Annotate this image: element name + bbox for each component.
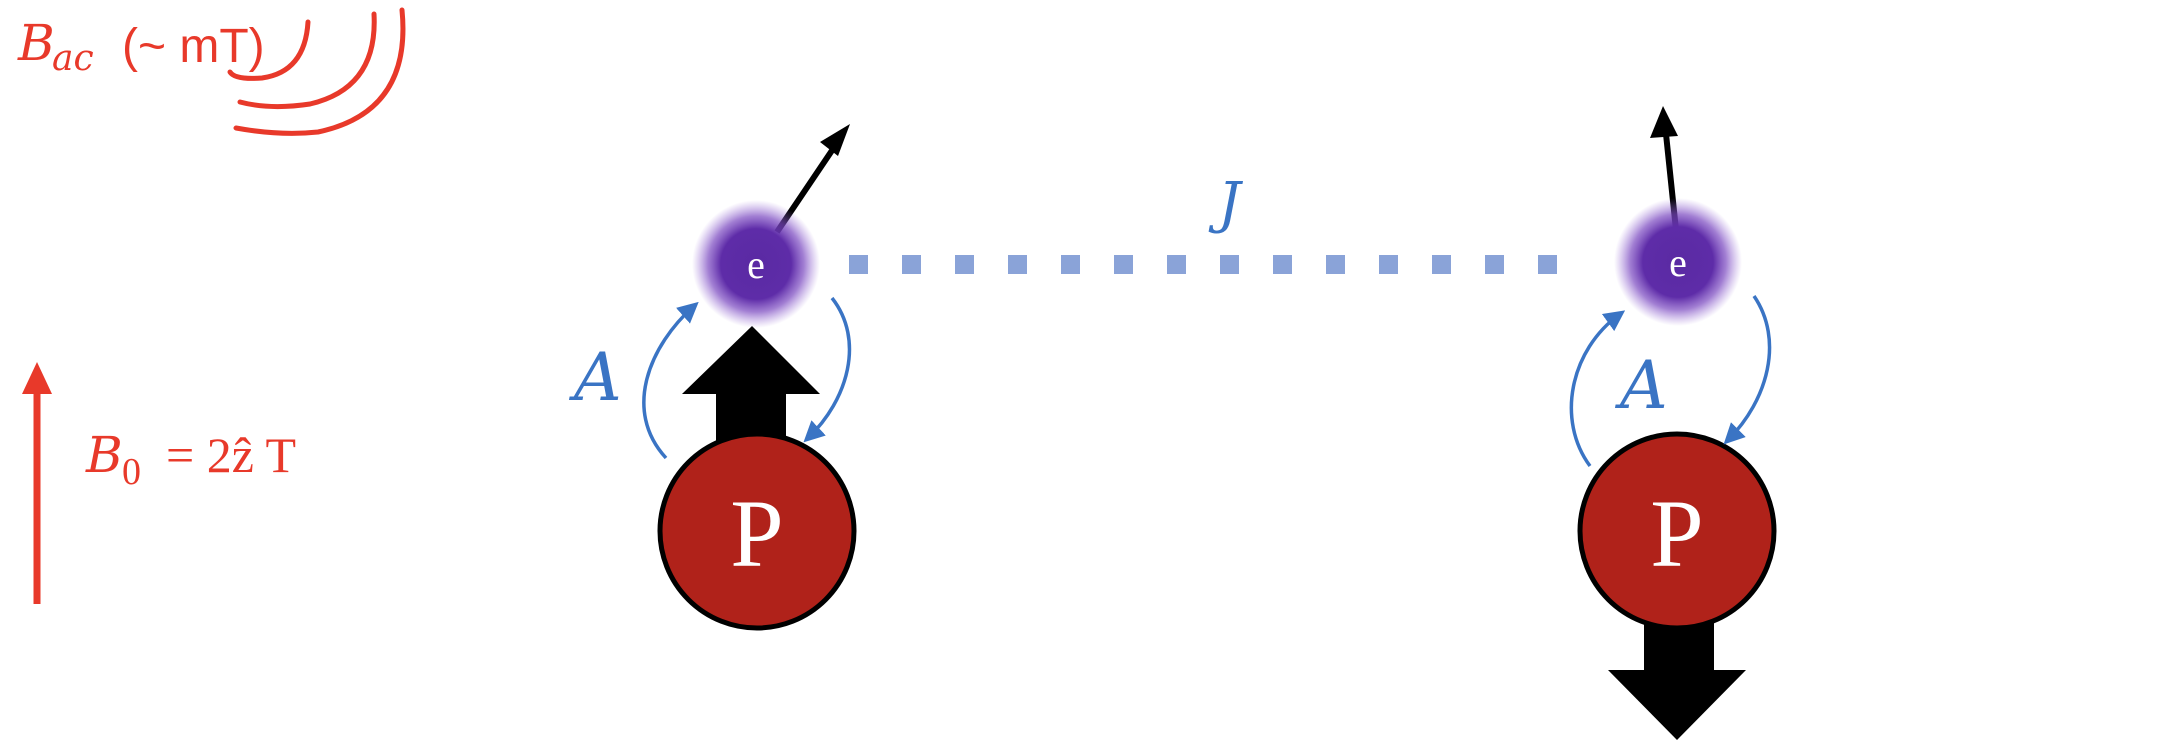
right-spin-pair: P e A: [1569, 106, 1777, 740]
electron-left-label: e: [747, 242, 765, 287]
static-field-label: B 0 = 2ẑ T: [85, 426, 296, 493]
nucleus-left: P: [657, 431, 857, 631]
ac-field-label: B ac (~ mT): [17, 14, 265, 79]
nuclear-spin-down-arrow: [1608, 612, 1746, 740]
electron-left: e: [692, 200, 820, 328]
nucleus-right-label: P: [1650, 480, 1703, 587]
b0-value: = 2ẑ T: [166, 427, 296, 483]
up-arrow-icon: [22, 362, 52, 604]
electron-right-label: e: [1669, 240, 1687, 285]
hyperfine-right-label: A: [1614, 347, 1668, 424]
b0-symbol: B: [85, 426, 123, 484]
hyperfine-left-label: A: [568, 339, 622, 416]
nucleus-left-label: P: [730, 480, 783, 587]
b0-subscript: 0: [122, 451, 141, 493]
electron-right: e: [1614, 198, 1742, 326]
exchange-label: J: [1208, 171, 1244, 236]
hyperfine-arrows-right: [1569, 295, 1772, 468]
b-ac-subscript: ac: [52, 38, 94, 79]
exchange-coupling-line: [849, 255, 1557, 274]
b-ac-amplitude: (~ mT): [122, 20, 265, 73]
b-ac-symbol: B: [17, 14, 55, 72]
nucleus-right: P: [1577, 431, 1777, 631]
hyperfine-arrows-left: [642, 296, 852, 460]
radio-wave-icon: [227, 7, 406, 136]
left-spin-pair: P e A: [568, 124, 857, 631]
nuclear-spin-up-arrow: [682, 326, 820, 468]
